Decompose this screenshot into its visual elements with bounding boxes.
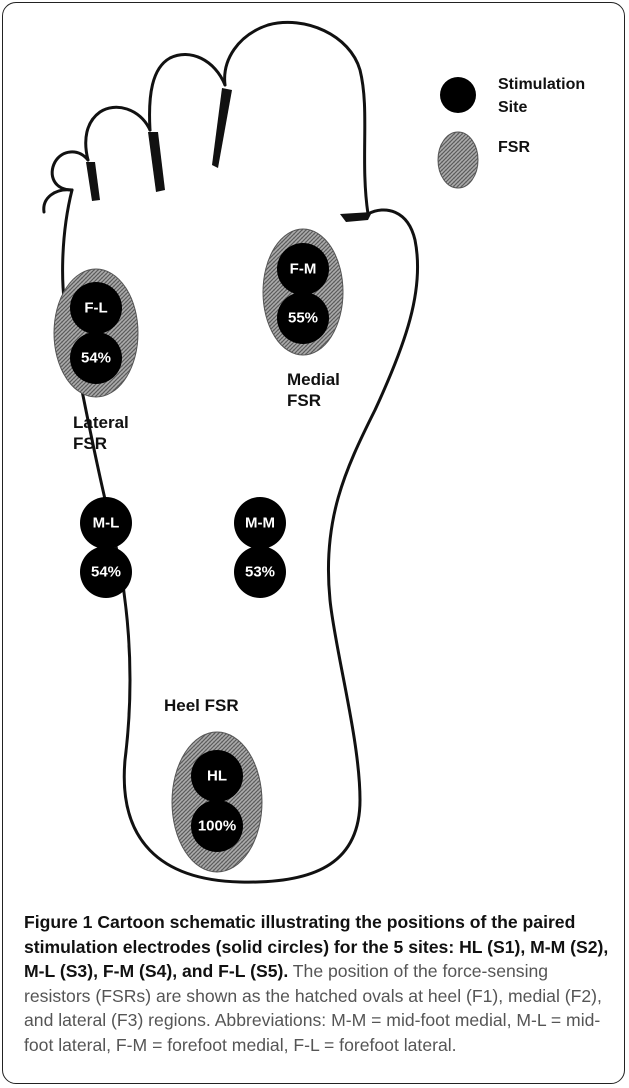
legend-electrode-icon xyxy=(440,77,476,113)
legend-site-label: Site xyxy=(498,99,527,116)
legend-stimulation-label: Stimulation xyxy=(498,76,585,93)
ml-percent-label: 54% xyxy=(91,564,121,581)
fl-site-label: F-L xyxy=(84,300,107,317)
sole-outline xyxy=(61,188,420,884)
mm-percent-label: 53% xyxy=(245,564,275,581)
mm-electrode xyxy=(234,497,286,549)
fourth-toe-outline xyxy=(50,150,90,192)
hl-electrode-pair xyxy=(191,800,243,852)
legend-fsr-icon xyxy=(437,131,479,189)
legend-fsr-label: FSR xyxy=(498,139,530,156)
heel-fsr-label: Heel FSR xyxy=(164,696,239,715)
lateral-fsr-label-line1: Lateral xyxy=(73,413,129,432)
figure-caption: Figure 1 Cartoon schematic illustrating … xyxy=(24,910,610,1058)
small-toe-outline xyxy=(42,188,74,214)
ml-electrode-pair xyxy=(80,546,132,598)
fm-percent-label: 55% xyxy=(288,310,318,327)
fl-electrode-pair xyxy=(70,332,122,384)
hl-site-label: HL xyxy=(207,768,227,785)
fm-electrode xyxy=(277,243,329,295)
medial-fsr-label-line1: Medial xyxy=(287,370,340,389)
fl-electrode xyxy=(70,282,122,334)
medial-fsr-label-line2: FSR xyxy=(287,391,321,410)
foot-outline xyxy=(42,20,420,884)
caption-body: The position of the force-sensing resist… xyxy=(24,961,602,1055)
fl-percent-label: 54% xyxy=(81,350,111,367)
hl-electrode xyxy=(191,750,243,802)
lateral-fsr-label-line2: FSR xyxy=(73,434,107,453)
hl-percent-label: 100% xyxy=(198,818,236,835)
ml-site-label: M-L xyxy=(93,515,120,532)
caption-title: Figure 1 Cartoon schematic illustrating … xyxy=(24,912,609,982)
third-toe-outline xyxy=(84,105,152,162)
foot-diagram: Stimulation Site FSR F-M 55% Medial FSR … xyxy=(42,20,585,884)
ml-electrode xyxy=(80,497,132,549)
toe-creases xyxy=(86,88,372,222)
mm-electrode-pair xyxy=(234,546,286,598)
fm-site-label: F-M xyxy=(290,261,317,278)
mm-site-label: M-M xyxy=(245,515,275,532)
second-toe-outline xyxy=(148,52,227,132)
big-toe-outline xyxy=(223,20,370,216)
fm-electrode-pair xyxy=(277,292,329,344)
